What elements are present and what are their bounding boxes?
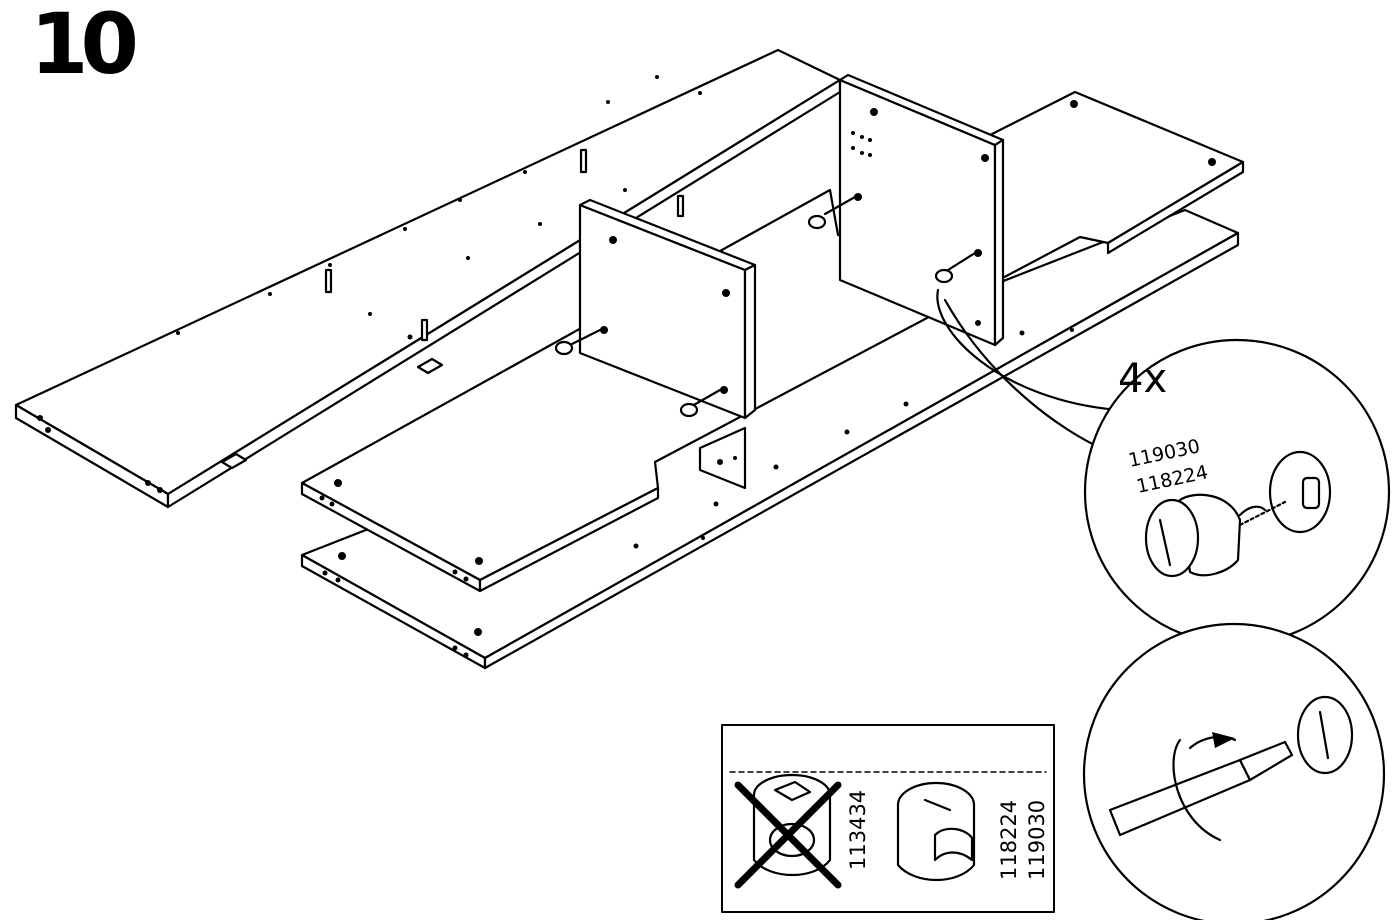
quantity-label: 4x — [1118, 356, 1167, 402]
detail-circle-insert: 4x 119030 118224 — [1083, 338, 1391, 646]
top-shelf — [300, 90, 1245, 593]
dowel-icon — [324, 148, 685, 342]
correct-part-number: 118224 — [997, 800, 1021, 880]
callout-leader — [936, 288, 1120, 412]
cam-lock-icon — [554, 214, 954, 418]
correct-part-number: 119030 — [1025, 800, 1049, 880]
warning-box: 113434 118224 119030 — [721, 724, 1055, 913]
detail-circle-tighten — [1082, 622, 1386, 920]
correct-cam-icon — [896, 781, 976, 882]
wrong-part-number: 113434 — [846, 790, 870, 870]
step-number: 10 — [30, 0, 139, 93]
rotate-arrow-icon — [1212, 732, 1235, 748]
right-divider — [823, 73, 1005, 347]
left-divider — [568, 198, 757, 420]
left-divider-base — [698, 426, 747, 490]
cross-icon — [734, 781, 842, 889]
